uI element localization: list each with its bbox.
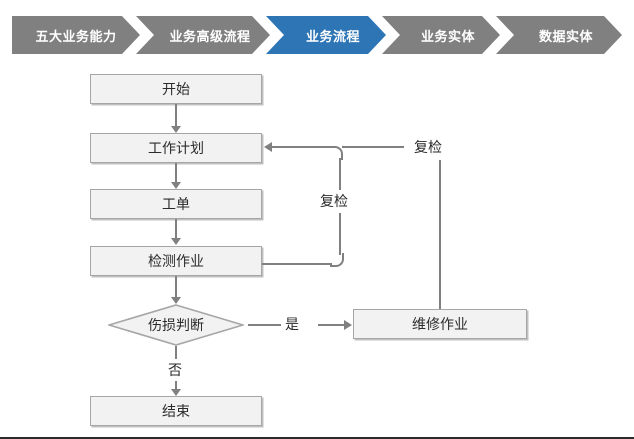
connector-inspection-feedback-horizontal bbox=[262, 263, 332, 265]
node-start-label: 开始 bbox=[162, 81, 190, 97]
breadcrumb-step-2-label: 业务高级流程 bbox=[169, 28, 251, 44]
edge-label-yes: 是 bbox=[281, 313, 303, 335]
breadcrumb-step-4-label: 业务实体 bbox=[420, 28, 475, 44]
edge-label-no: 否 bbox=[164, 359, 186, 381]
edge-label-recheck-outer: 复检 bbox=[410, 136, 446, 158]
node-damage-decision[interactable]: 伤损判断 bbox=[108, 304, 244, 346]
breadcrumb-step-3-label: 业务流程 bbox=[305, 28, 360, 44]
connector-repair-feedback-horizontal bbox=[342, 146, 404, 148]
connector-decision-to-end-lower bbox=[175, 381, 177, 391]
connector-start-to-work-plan bbox=[175, 104, 177, 128]
node-work-order[interactable]: 工单 bbox=[90, 189, 262, 219]
breadcrumb-step-1[interactable]: 五大业务能力 bbox=[12, 16, 140, 54]
breadcrumb-step-2[interactable]: 业务高级流程 bbox=[136, 16, 270, 54]
arrow-down-icon-work-order-to-inspection bbox=[171, 238, 181, 245]
breadcrumb-step-5-label: 数据实体 bbox=[538, 28, 593, 44]
connector-inspection-feedback-corner-top bbox=[329, 146, 343, 160]
node-work-order-label: 工单 bbox=[162, 196, 190, 212]
connector-inspection-feedback-vertical-upper bbox=[339, 158, 341, 190]
node-repair[interactable]: 维修作业 bbox=[353, 309, 527, 339]
node-damage-decision-label: 伤损判断 bbox=[148, 317, 204, 333]
breadcrumb-step-3-active[interactable]: 业务流程 bbox=[266, 16, 386, 54]
node-inspection-label: 检测作业 bbox=[148, 253, 204, 269]
connector-decision-to-repair-left bbox=[248, 324, 282, 326]
diamond-shape-icon bbox=[108, 304, 244, 346]
breadcrumb-step-1-label: 五大业务能力 bbox=[35, 28, 117, 44]
node-work-plan-label: 工作计划 bbox=[148, 140, 204, 156]
node-end-label: 结束 bbox=[162, 403, 190, 419]
node-end[interactable]: 结束 bbox=[90, 396, 262, 426]
connector-decision-to-repair-right bbox=[318, 324, 345, 326]
node-repair-label: 维修作业 bbox=[412, 316, 468, 332]
breadcrumb: 五大业务能力 业务高级流程 业务流程 业务实体 数据实体 bbox=[0, 0, 634, 62]
breadcrumb-step-5[interactable]: 数据实体 bbox=[496, 16, 622, 54]
arrow-down-icon-inspection-to-decision bbox=[171, 297, 181, 304]
connector-inspection-feedback-into-work-plan bbox=[272, 146, 332, 148]
arrow-down-icon-work-plan-to-work-order bbox=[171, 182, 181, 189]
connector-work-plan-to-work-order bbox=[175, 163, 177, 184]
connector-inspection-to-decision bbox=[175, 276, 177, 298]
edge-label-recheck-inner: 复检 bbox=[316, 190, 352, 212]
arrow-right-icon-to-repair bbox=[344, 320, 352, 330]
node-start[interactable]: 开始 bbox=[90, 74, 262, 104]
connector-work-order-to-inspection bbox=[175, 219, 177, 240]
arrow-down-icon-start-to-work-plan bbox=[171, 126, 181, 133]
arrow-left-icon-inspection-feedback bbox=[264, 142, 272, 152]
node-work-plan[interactable]: 工作计划 bbox=[90, 133, 262, 163]
arrow-down-icon-to-end bbox=[171, 389, 181, 396]
connector-decision-to-end-upper bbox=[175, 346, 177, 362]
breadcrumb-step-4[interactable]: 业务实体 bbox=[382, 16, 500, 54]
node-inspection[interactable]: 检测作业 bbox=[90, 246, 262, 276]
connector-repair-feedback-vertical bbox=[439, 160, 441, 309]
connector-inspection-feedback-corner-bottom bbox=[330, 253, 344, 267]
connector-inspection-feedback-vertical-lower bbox=[339, 213, 341, 255]
